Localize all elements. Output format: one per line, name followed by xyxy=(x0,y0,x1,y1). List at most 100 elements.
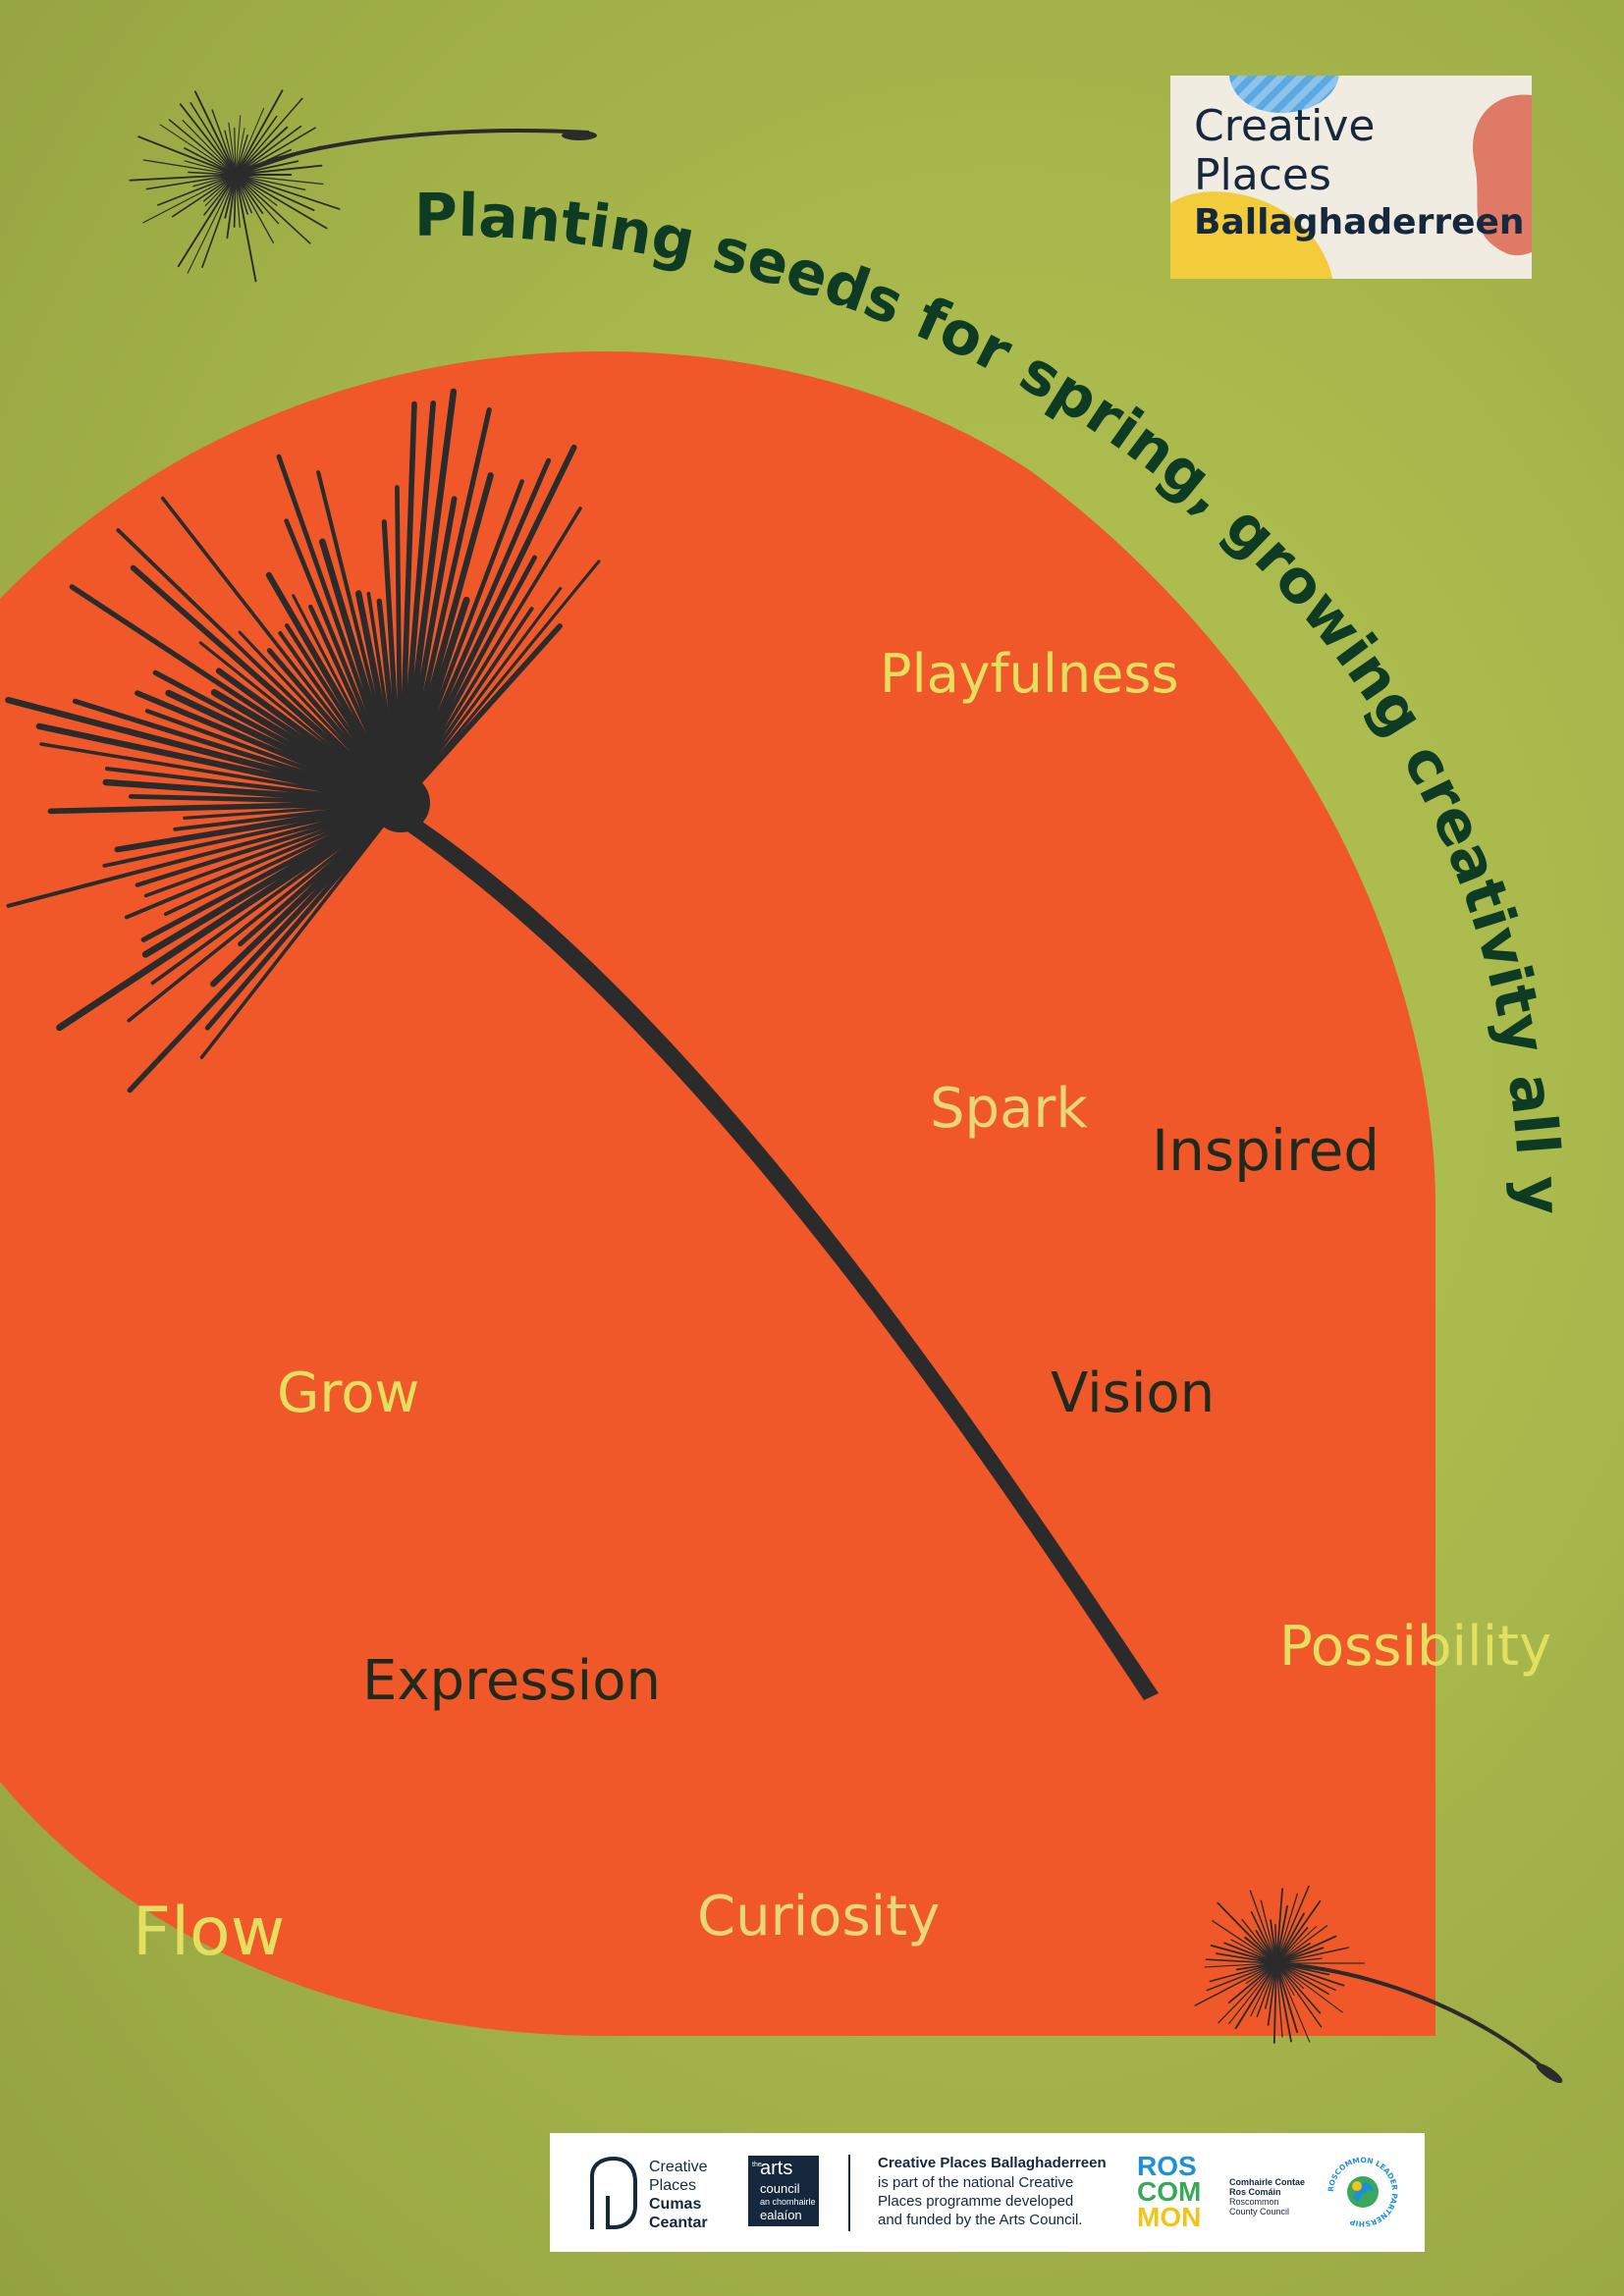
arts-logo-ealaion: ealaíon xyxy=(760,2208,802,2222)
pappus-filament xyxy=(6,801,403,908)
pappus-filament xyxy=(399,586,563,805)
pappus-filament xyxy=(398,407,492,806)
word-spark: Spark xyxy=(930,1077,1088,1141)
pappus-filament xyxy=(188,171,237,176)
large-seed-head xyxy=(371,774,430,832)
pappus-filament xyxy=(235,174,275,243)
pappus-filament xyxy=(235,115,242,176)
pappus-filament xyxy=(130,564,404,806)
pappus-filament xyxy=(163,801,403,917)
word-expression: Expression xyxy=(362,1649,661,1713)
statement-line-1: is part of the national Creative xyxy=(878,2174,1074,2191)
pappus-filament xyxy=(1265,1962,1277,2009)
pappus-filament xyxy=(142,174,237,224)
word-inspired: Inspired xyxy=(1152,1117,1380,1184)
pappus-filament xyxy=(235,128,245,176)
pappus-filament xyxy=(168,119,237,176)
pappus-filament xyxy=(192,174,237,187)
pappus-filament xyxy=(1209,1962,1277,1983)
pappus-filament xyxy=(129,174,237,182)
pappus-filament xyxy=(201,174,237,269)
pappus-filament xyxy=(1267,1962,1277,2026)
pappus-filament xyxy=(399,507,582,805)
pappus-filament xyxy=(398,555,537,806)
pappus-filament xyxy=(1275,1962,1329,1996)
pappus-filament xyxy=(179,103,237,176)
pappus-filament xyxy=(1217,1901,1277,1964)
pappus-filament xyxy=(114,800,404,853)
council-line-3: Roscommon xyxy=(1229,2197,1279,2207)
pappus-filament xyxy=(1275,1935,1337,1964)
pappus-filament xyxy=(1228,1962,1277,2024)
arts-logo-an-chomhairle: an chomhairle xyxy=(760,2197,816,2207)
pappus-filament xyxy=(1275,1962,1323,2028)
statement-line-3: and funded by the Arts Council. xyxy=(878,2212,1083,2228)
pappus-filament xyxy=(124,801,403,920)
pappus-filament xyxy=(1205,1958,1277,1964)
pappus-filament xyxy=(233,174,237,228)
pappus-filament xyxy=(1235,1962,1277,1971)
pappus-filament xyxy=(234,127,237,176)
arts-logo-council: council xyxy=(760,2181,800,2196)
pappus-filament xyxy=(1241,1918,1277,1964)
pappus-filament xyxy=(235,174,341,210)
pappus-filament xyxy=(135,800,404,887)
pappus-filament xyxy=(235,127,316,176)
word-flow: Flow xyxy=(133,1894,286,1971)
pappus-filament xyxy=(199,801,403,1059)
pappus-filament xyxy=(235,164,323,176)
pappus-filament xyxy=(1260,1899,1277,1964)
pappus-filament xyxy=(104,767,404,806)
small-seed-tip-bottom xyxy=(1536,2062,1563,2084)
pappus-filament xyxy=(182,120,237,176)
council-line-1: Comhairle Contae xyxy=(1229,2177,1306,2187)
pappus-filament xyxy=(1275,1925,1318,1964)
pappus-filament xyxy=(187,174,237,274)
statement-title: Creative Places Ballaghaderreen xyxy=(878,2155,1107,2171)
pappus-filament xyxy=(235,174,315,212)
pappus-filament xyxy=(284,518,404,806)
pappus-filament xyxy=(1275,1904,1288,1964)
pappus-filament xyxy=(1234,1962,1277,2030)
pappus-filament xyxy=(47,800,404,815)
pappus-filament xyxy=(224,130,237,176)
pappus-filament xyxy=(1275,1962,1295,1997)
cp-logo-line4: Ceantar xyxy=(649,2215,708,2231)
pappus-filament xyxy=(235,125,302,176)
pappus-filament xyxy=(1250,1962,1277,2017)
pappus-filament xyxy=(1250,1911,1277,1964)
pappus-filament xyxy=(397,388,458,807)
logo-blobs xyxy=(1170,76,1532,279)
word-vision: Vision xyxy=(1051,1362,1216,1425)
pappus-filament xyxy=(235,145,322,176)
pappus-filament xyxy=(1275,1947,1325,1964)
pappus-filament xyxy=(140,800,404,942)
pappus-filament xyxy=(137,135,237,176)
small-seed-stem-top xyxy=(235,129,590,177)
pappus-filament xyxy=(1275,1927,1309,1964)
pappus-filament xyxy=(102,778,405,807)
pappus-filament xyxy=(157,174,237,206)
pappus-filament xyxy=(398,444,577,806)
pappus-filament xyxy=(1275,1947,1349,1964)
arts-logo-the: the xyxy=(752,2162,762,2168)
small-seed-pappus-bottom xyxy=(1194,1885,1365,2045)
word-possibility: Possibility xyxy=(1279,1615,1552,1679)
cp-logo-line1: Creative xyxy=(649,2159,708,2175)
pappus-filament xyxy=(1275,1962,1330,1976)
creative-places-logo: Creative Places Ballaghaderreen xyxy=(1170,76,1532,279)
pappus-filament xyxy=(189,101,237,176)
pappus-filament xyxy=(1275,1962,1345,1987)
pappus-filament xyxy=(1275,1962,1292,2043)
pappus-filament xyxy=(193,90,237,176)
pappus-filament xyxy=(399,607,534,805)
pappus-filament xyxy=(1223,1942,1277,1964)
pappus-filament xyxy=(235,174,280,225)
pappus-filament xyxy=(204,174,237,207)
pappus-filament xyxy=(116,528,403,805)
pappus-filament xyxy=(235,174,311,244)
pappus-filament xyxy=(1275,1962,1299,2034)
logo-text-creative: Creative xyxy=(1194,101,1376,151)
pappus-filament xyxy=(235,115,278,176)
